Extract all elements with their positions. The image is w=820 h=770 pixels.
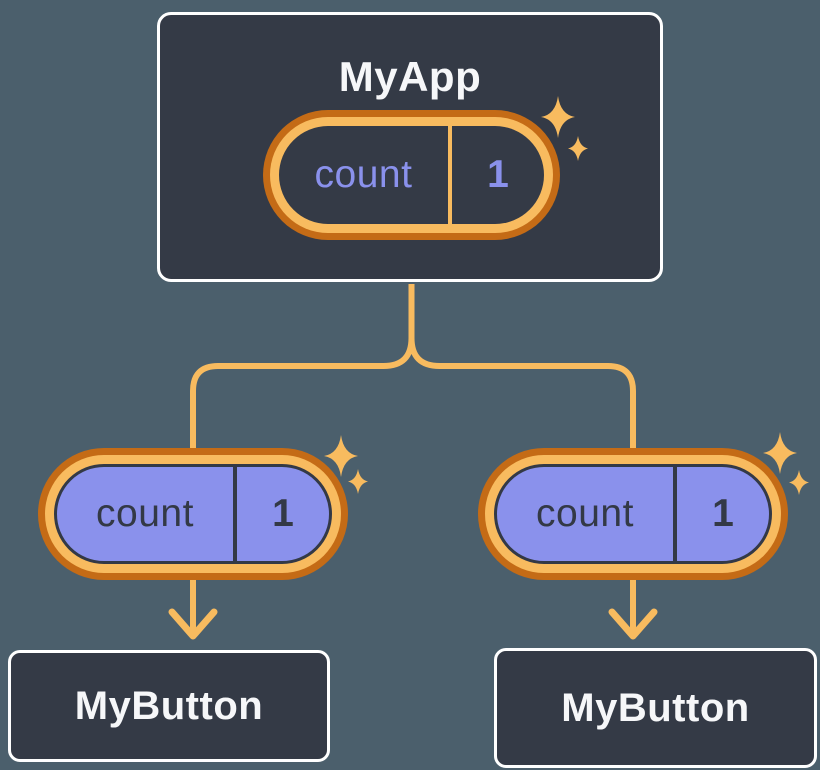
node-mybutton-left: MyButton: [8, 650, 330, 762]
node-myapp-title: MyApp: [338, 53, 482, 100]
state-pill-root-core: count 1: [279, 126, 544, 224]
sparkle-icon: [763, 432, 797, 474]
state-pill-right-core: count 1: [494, 464, 772, 564]
state-pill-left: count 1: [38, 448, 348, 580]
state-value: 1: [448, 126, 544, 224]
branch-line-left: [190, 284, 415, 452]
state-name: count: [96, 492, 194, 535]
state-pill-root: count 1: [263, 110, 560, 240]
node-mybutton-right: MyButton: [494, 648, 817, 768]
node-mybutton-left-title: MyButton: [74, 683, 264, 728]
state-name: count: [536, 492, 634, 535]
state-value: 1: [233, 467, 329, 561]
state-pill-right-ring: count 1: [485, 455, 781, 573]
arrow-head-left: [168, 608, 218, 640]
sparkle-icon: [541, 96, 575, 138]
branch-line-right: [408, 284, 636, 452]
state-pill-right: count 1: [478, 448, 788, 580]
state-pill-left-core: count 1: [54, 464, 332, 564]
sparkle-icon: [348, 469, 368, 494]
sparkle-icon: [324, 435, 358, 477]
node-mybutton-right-title: MyButton: [561, 685, 750, 730]
state-name: count: [314, 153, 413, 196]
sparkle-icon: [789, 470, 809, 495]
arrow-head-right: [608, 608, 658, 640]
sparkle-icon: [568, 136, 588, 161]
state-pill-root-ring: count 1: [270, 117, 553, 233]
state-pill-left-ring: count 1: [45, 455, 341, 573]
state-value: 1: [673, 467, 769, 561]
